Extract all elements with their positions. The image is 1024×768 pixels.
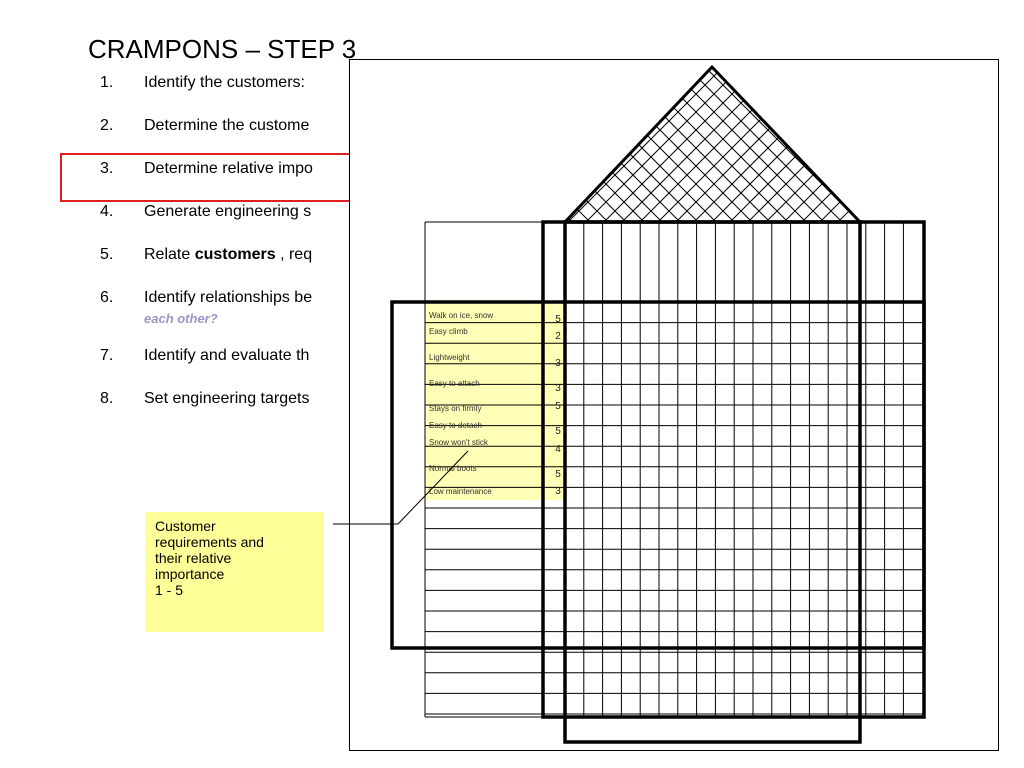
importance-rating: 3 (555, 358, 561, 369)
callout-line: requirements and (155, 534, 264, 550)
callout-line: their relative (155, 550, 232, 566)
step-number: 2. (100, 117, 114, 134)
importance-rating: 3 (555, 486, 561, 497)
requirement-label: Easy to attach (429, 379, 480, 388)
requirement-label: Easy to detach (429, 421, 482, 430)
step-text: Identify relationships be (144, 289, 313, 306)
step-number: 8. (100, 390, 114, 407)
hatch-line (565, 67, 860, 222)
step-2: 2. Determine the custome (100, 117, 309, 135)
hatch-line (639, 67, 860, 222)
hatch-line (565, 67, 771, 222)
requirement-label: Normal boots (429, 464, 477, 473)
engineering-block-outline (541, 220, 926, 719)
step-number: 3. (100, 160, 114, 177)
step-text: Identify and evaluate th (144, 347, 310, 364)
hatch-line (565, 67, 860, 222)
step-text: Determine relative impo (144, 160, 313, 177)
step-text: Generate engineering s (144, 203, 312, 220)
step-text-bold: customers (194, 246, 276, 263)
step-number: 6. (100, 289, 114, 306)
hatch-line (565, 67, 860, 222)
step-1: 1. Identify the customers: (100, 74, 305, 92)
step-text: Set engineering targets (144, 390, 310, 407)
step-text: Identify the customers: (144, 74, 305, 91)
step-number: 4. (100, 203, 114, 220)
requirements-block-outline (390, 300, 926, 650)
importance-rating: 2 (555, 331, 561, 342)
hatch-line (657, 67, 860, 222)
step-5: 5. Relate customers , req (100, 246, 312, 264)
importance-rating: 4 (555, 444, 561, 455)
hatch-line (567, 67, 860, 222)
step-7: 7. Identify and evaluate th (100, 347, 309, 365)
step-8: 8. Set engineering targets (100, 390, 309, 408)
house-body-outline (563, 220, 862, 744)
callout-line: 1 - 5 (155, 582, 184, 598)
hatch-line (639, 67, 860, 222)
hatch-line (621, 67, 860, 222)
step-number: 1. (100, 74, 114, 91)
requirement-label: Easy climb (429, 327, 468, 336)
step-4: 4. Generate engineering s (100, 203, 311, 221)
importance-rating: 5 (555, 314, 561, 325)
slide-title: CRAMPONS – STEP 3 (88, 34, 357, 64)
hatch-line (585, 67, 860, 222)
importance-rating: 5 (555, 401, 561, 412)
requirements-callout: Customer requirements and their relative… (145, 512, 324, 632)
step-6: 6. Identify relationships be (100, 289, 312, 307)
step-number: 5. (100, 246, 114, 263)
importance-rating: 5 (555, 469, 561, 480)
requirement-label: Lightweight (429, 353, 470, 362)
requirement-label: Walk on ice, snow (429, 311, 493, 320)
step-number: 7. (100, 347, 114, 364)
requirement-label: Stays on firmly (429, 404, 481, 413)
hatch-line (657, 67, 860, 222)
step-text-tail: , req (275, 246, 313, 263)
requirement-label: Snow won't stick (429, 438, 489, 447)
callout-line: importance (155, 566, 225, 582)
hatch-line (603, 67, 860, 222)
step-text: Relate (144, 246, 195, 263)
importance-rating: 5 (555, 426, 561, 437)
callout-line: Customer (155, 518, 216, 534)
step-6-subtext: each other? (144, 311, 218, 326)
requirement-label: Low maintenance (429, 487, 492, 496)
callout-leader-line (397, 450, 469, 525)
step-text: Determine the custome (144, 117, 310, 134)
importance-rating: 3 (555, 383, 561, 394)
step-3: 3. Determine relative impo (100, 160, 313, 178)
hatch-line (565, 67, 789, 222)
